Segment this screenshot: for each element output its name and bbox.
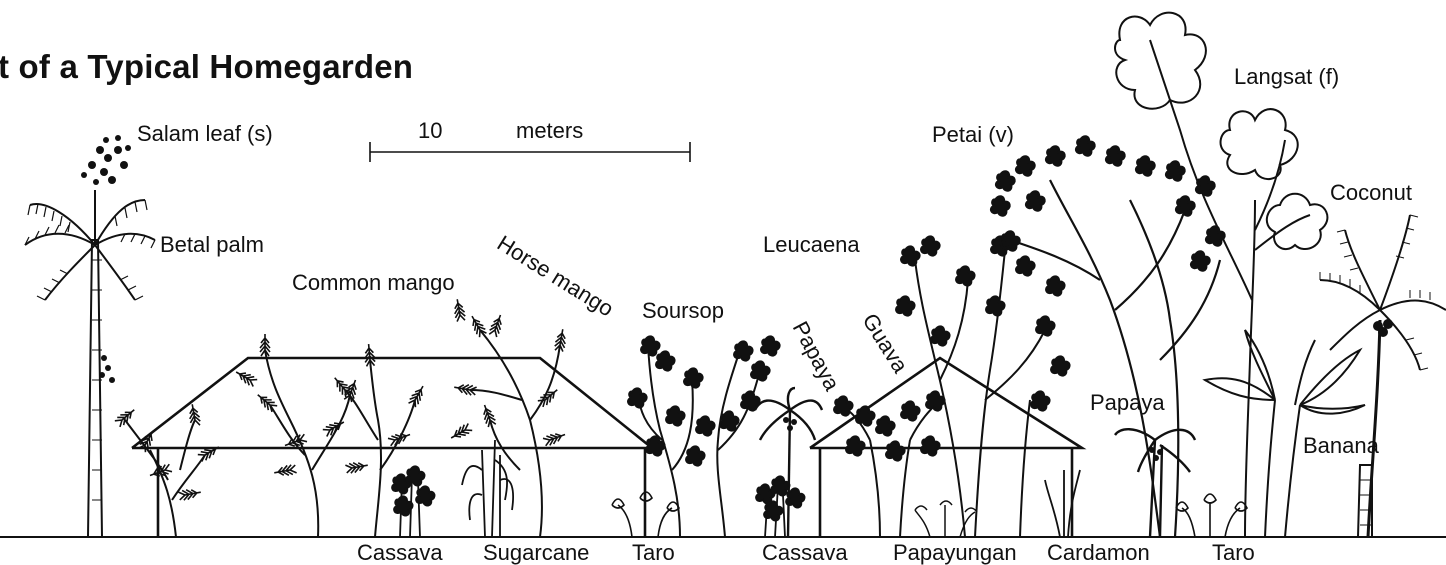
- betal-palm-plant: [25, 135, 155, 537]
- label-sugarcane: Sugarcane: [483, 542, 589, 564]
- papayungan-plant: [915, 501, 977, 537]
- scale-bar-number: 10: [418, 120, 442, 142]
- cassava-plant-mid: [756, 476, 805, 537]
- label-cassava-left: Cassava: [357, 542, 443, 564]
- shrub-left: [114, 403, 221, 537]
- taro-plant-right: [1176, 494, 1247, 537]
- horse-mango-plant: [449, 298, 568, 537]
- label-leucaena: Leucaena: [763, 234, 860, 256]
- label-coconut: Coconut: [1330, 182, 1412, 204]
- papaya-plant-right: [1115, 429, 1195, 537]
- label-papaya-right: Papaya: [1090, 392, 1165, 414]
- leucaena-plant: [896, 236, 1070, 537]
- label-petai: Petai (v): [932, 124, 1014, 146]
- label-soursop: Soursop: [642, 300, 724, 322]
- langsat-plant: [1115, 13, 1327, 537]
- soursop-plant: [628, 336, 715, 537]
- scale-bar-unit: meters: [516, 120, 583, 142]
- cardamon-plant: [1045, 470, 1080, 537]
- label-cassava-mid: Cassava: [762, 542, 848, 564]
- scale-bar: [370, 142, 690, 162]
- label-langsat: Langsat (f): [1234, 66, 1339, 88]
- guava-plant: [834, 391, 945, 537]
- label-betal-palm: Betal palm: [160, 234, 264, 256]
- label-banana: Banana: [1303, 435, 1379, 457]
- coconut-plant: [1320, 215, 1446, 537]
- petai-plant: [991, 136, 1225, 537]
- label-common-mango: Common mango: [292, 272, 455, 294]
- cassava-plant-left: [392, 466, 435, 537]
- diagram-title: t of a Typical Homegarden: [0, 48, 413, 86]
- label-cardamon: Cardamon: [1047, 542, 1150, 564]
- label-salam-leaf: Salam leaf (s): [137, 123, 273, 145]
- label-taro-left: Taro: [632, 542, 675, 564]
- label-taro-right: Taro: [1212, 542, 1255, 564]
- label-papayungan: Papayungan: [893, 542, 1017, 564]
